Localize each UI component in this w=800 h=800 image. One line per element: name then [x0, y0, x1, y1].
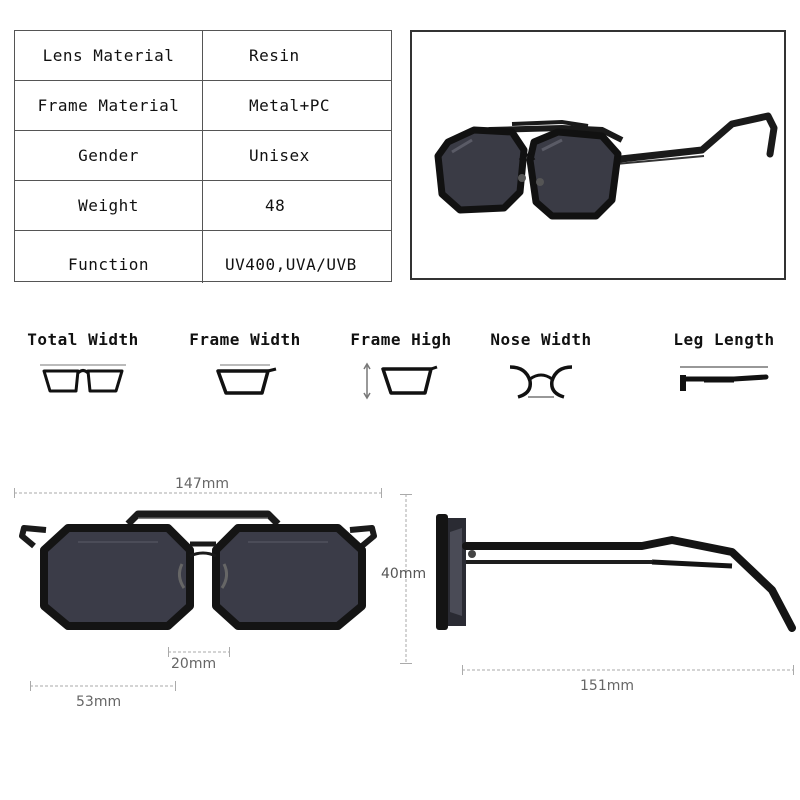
- total-width-line: [14, 488, 382, 498]
- total-width-value: 147mm: [175, 476, 229, 492]
- leg-length-icon: [680, 366, 769, 391]
- measure-label: Nose Width: [490, 330, 592, 349]
- spec-label: Weight: [15, 181, 203, 230]
- lens-width-line: [30, 681, 176, 691]
- spec-value: Metal+PC: [249, 96, 331, 115]
- leg-length-value: 151mm: [580, 678, 634, 694]
- measure-frame-high: Frame High: [345, 330, 457, 401]
- spec-row-frame-material: Frame Material Metal+PC: [15, 81, 391, 131]
- spec-row-gender: Gender Unisex: [15, 131, 391, 181]
- nose-width-line: [168, 647, 230, 657]
- spec-row-function: Function UV400,UVA/UVB: [15, 231, 391, 283]
- frame-height-value: 40mm: [381, 566, 427, 582]
- spec-value: Unisex: [249, 146, 310, 165]
- spec-row-weight: Weight 48: [15, 181, 391, 231]
- spec-label: Frame Material: [15, 81, 203, 130]
- spec-label: Lens Material: [15, 31, 203, 80]
- frame-width-icon: [216, 364, 277, 395]
- spec-table: Lens Material Resin Frame Material Metal…: [14, 30, 392, 283]
- spec-value: 48: [265, 196, 286, 215]
- sunglasses-front-view: [19, 510, 377, 630]
- spec-value: UV400,UVA/UVB: [225, 254, 357, 274]
- product-photo: [410, 30, 786, 280]
- lens-width-value: 53mm: [76, 694, 122, 710]
- measure-label: Frame High: [350, 330, 452, 349]
- measure-label: Frame Width: [189, 330, 301, 349]
- nose-width-icon: [509, 365, 573, 399]
- total-width-icon: [40, 364, 126, 393]
- measure-frame-width: Frame Width: [183, 330, 307, 397]
- measure-leg-length: Leg Length: [668, 330, 780, 401]
- leg-length-line: [462, 665, 794, 675]
- measure-label: Total Width: [27, 330, 139, 349]
- spec-label: Function: [15, 231, 203, 283]
- spec-value: Resin: [249, 46, 300, 65]
- sunglasses-side-view: [436, 514, 796, 632]
- spec-row-lens-material: Lens Material Resin: [15, 31, 391, 81]
- frame-height-icon: [363, 362, 438, 400]
- measure-total-width: Total Width: [22, 330, 144, 397]
- sunglasses-angle-view: [434, 112, 778, 220]
- measure-label: Leg Length: [673, 330, 775, 349]
- measure-nose-width: Nose Width: [485, 330, 597, 401]
- spec-label: Gender: [15, 131, 203, 180]
- nose-width-value: 20mm: [171, 656, 217, 672]
- frame-height-line: [400, 494, 412, 664]
